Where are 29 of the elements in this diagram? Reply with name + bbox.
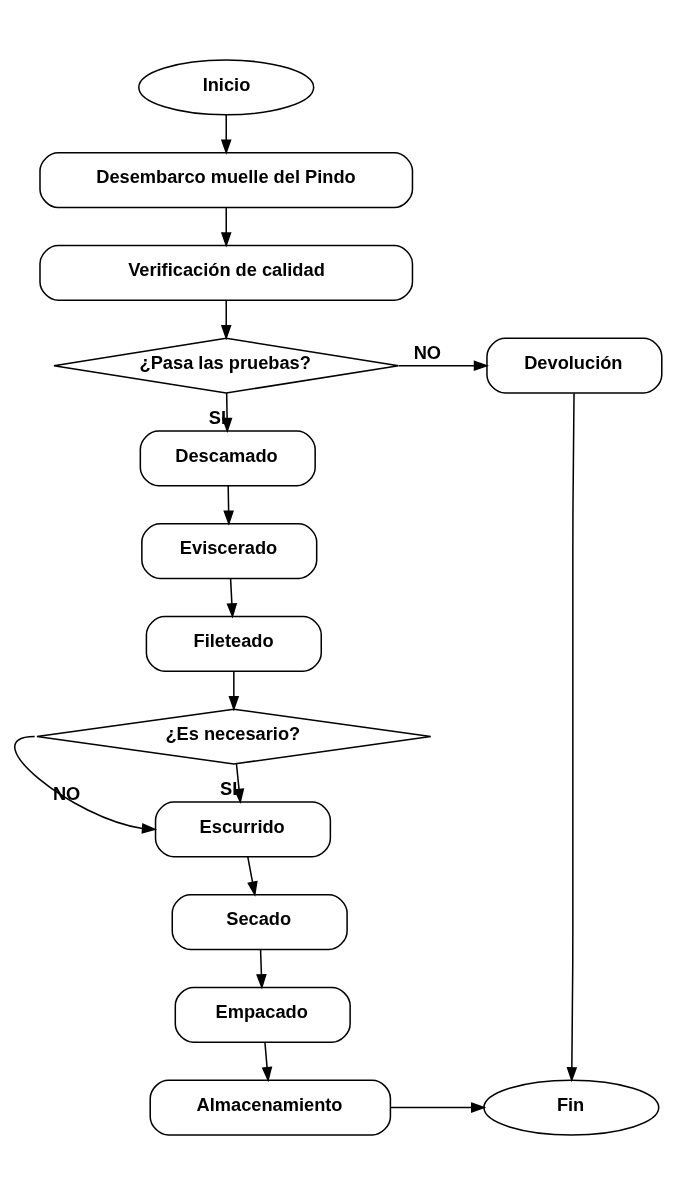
node-box: Descamado: [139, 430, 316, 487]
node-diamond: ¿Pasa las pruebas?: [53, 337, 400, 394]
node-box: Devolución: [486, 337, 663, 394]
edge-label: NO: [413, 341, 442, 363]
arrow: [228, 670, 240, 712]
node-box: Eviscerado: [141, 523, 318, 580]
node-box: Almacenamiento: [149, 1079, 392, 1136]
node-ellipse: Fin: [483, 1079, 660, 1136]
arrow: [223, 485, 234, 526]
node-box: Verificación de calidad: [39, 244, 414, 302]
arrow: [220, 114, 232, 155]
arrow: [256, 948, 267, 990]
node-box: Empacado: [174, 986, 351, 1043]
arrow: [247, 856, 258, 897]
arrow: [398, 360, 489, 371]
arrow: [261, 1041, 273, 1083]
arrow: [220, 299, 232, 341]
node-box: Fileteado: [145, 615, 322, 672]
node-diamond: ¿Es necesario?: [36, 708, 432, 765]
node-ellipse: Inicio: [138, 59, 315, 116]
arrow: [390, 1102, 487, 1113]
node-box: Escurrido: [154, 801, 332, 858]
arrow: [566, 392, 578, 1083]
edge-label: SI: [220, 778, 238, 800]
arrow: [220, 206, 232, 248]
arrow: [14, 735, 158, 834]
arrow: [226, 577, 238, 619]
node-box: Secado: [171, 893, 348, 951]
node-box: Desembarco muelle del Pindo: [39, 152, 414, 209]
